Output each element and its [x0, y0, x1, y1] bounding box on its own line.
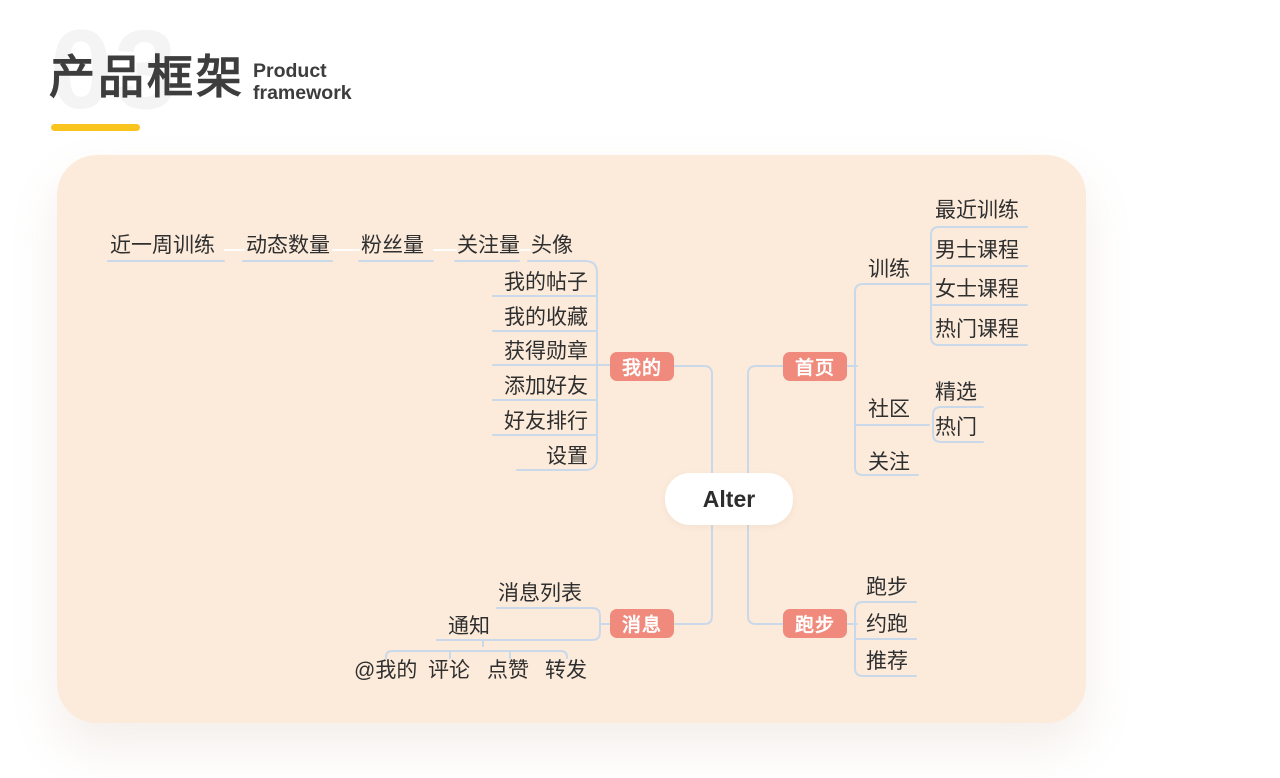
page-title: 产品框架 [49, 51, 245, 103]
leaf-week-training: 近一周训练 [110, 234, 215, 257]
node-training: 训练 [868, 258, 910, 281]
leaf-reposts: 转发 [545, 659, 587, 682]
leaf-at-me: @我的 [354, 659, 418, 682]
leaf-my-posts: 我的帖子 [504, 271, 588, 294]
page-subtitle-line2: framework [253, 82, 352, 104]
branch-node-message: 消息 [610, 609, 674, 638]
leaf-run: 跑步 [866, 576, 908, 599]
leaf-hot: 热门 [935, 416, 977, 439]
title-accent-bar [51, 124, 140, 131]
leaf-friend-ranking: 好友排行 [504, 410, 588, 433]
page-subtitle: Product framework [253, 60, 352, 104]
leaf-add-friend: 添加好友 [504, 375, 588, 398]
leaf-my-favorites: 我的收藏 [504, 306, 588, 329]
leaf-men-courses: 男士课程 [935, 239, 1019, 262]
leaf-women-courses: 女士课程 [935, 278, 1019, 301]
leaf-follow: 关注 [868, 451, 910, 474]
branch-node-running: 跑步 [783, 609, 847, 638]
leaf-settings: 设置 [546, 445, 588, 468]
leaf-badges: 获得勋章 [504, 340, 588, 363]
watermark-number: 03 [50, 7, 179, 132]
leaf-hot-courses: 热门课程 [935, 318, 1019, 341]
leaf-message-list: 消息列表 [498, 582, 582, 605]
leaf-comments: 评论 [428, 659, 470, 682]
node-notice: 通知 [448, 615, 490, 638]
leaf-recommend: 推荐 [866, 650, 908, 673]
leaf-avatar: 头像 [531, 234, 573, 257]
leaf-likes: 点赞 [487, 659, 529, 682]
page-subtitle-line1: Product [253, 60, 327, 82]
leaf-recent-training: 最近训练 [935, 199, 1019, 222]
branch-node-profile: 我的 [610, 352, 674, 381]
leaf-post-count: 动态数量 [246, 234, 330, 257]
leaf-featured: 精选 [935, 381, 977, 404]
leaf-fans-count: 粉丝量 [361, 234, 424, 257]
leaf-run-together: 约跑 [866, 613, 908, 636]
root-node-alter: Alter [665, 473, 793, 525]
node-community: 社区 [868, 398, 910, 421]
leaf-follow-count: 关注量 [457, 234, 520, 257]
branch-node-home: 首页 [783, 352, 847, 381]
